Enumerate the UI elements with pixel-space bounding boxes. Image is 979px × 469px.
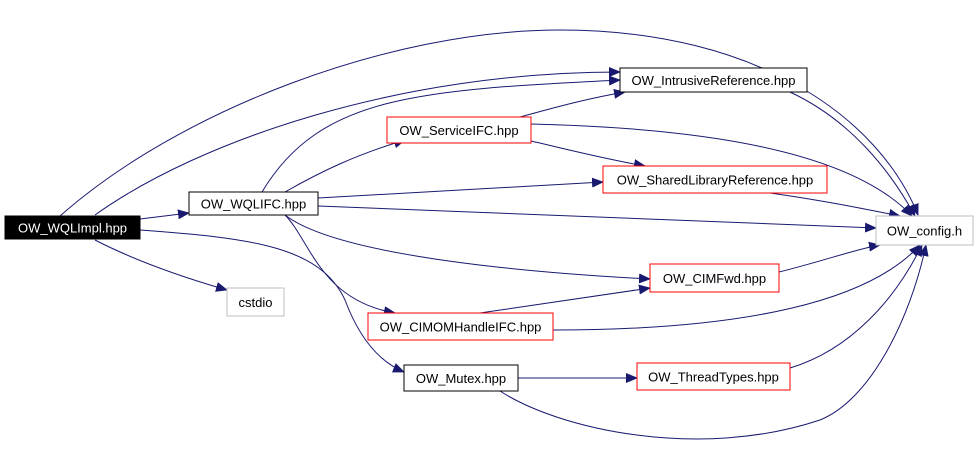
edge-wqlimpl-to-cstdio bbox=[94, 239, 228, 292]
node-cimfwd[interactable]: OW_CIMFwd.hpp bbox=[649, 263, 780, 293]
node-box bbox=[367, 312, 554, 341]
node-box bbox=[875, 215, 974, 246]
node-label: OW_WQLImpl.hpp bbox=[18, 221, 127, 236]
edge-wqlimpl-to-mutex bbox=[139, 229, 405, 373]
node-box bbox=[636, 362, 791, 391]
node-box bbox=[4, 215, 141, 240]
node-cimomhandle[interactable]: OW_CIMOMHandleIFC.hpp bbox=[367, 312, 554, 341]
node-config: OW_config.h bbox=[875, 215, 974, 246]
edge-wqlifc-to-cimomhandle bbox=[284, 214, 396, 317]
node-mutex[interactable]: OW_Mutex.hpp bbox=[403, 364, 519, 392]
edge-cimomhandle-to-cimfwd bbox=[479, 284, 651, 314]
node-box bbox=[649, 263, 780, 293]
node-label: OW_WQLIFC.hpp bbox=[201, 197, 306, 212]
edge-intrusive-to-config bbox=[789, 91, 916, 217]
node-label: OW_ServiceIFC.hpp bbox=[399, 123, 518, 138]
node-box bbox=[226, 287, 285, 317]
node-label: cstdio bbox=[239, 295, 273, 310]
edge-wqlimpl-to-intrusive bbox=[94, 67, 621, 216]
edge-threadtypes-to-config bbox=[789, 244, 923, 369]
edge-mutex-to-config bbox=[499, 244, 929, 440]
node-box bbox=[602, 165, 828, 194]
node-label: OW_IntrusiveReference.hpp bbox=[631, 73, 795, 88]
edge-cimfwd-to-config bbox=[778, 241, 881, 273]
node-label: OW_config.h bbox=[887, 224, 962, 239]
edge-serviceifc-to-intrusive bbox=[519, 88, 626, 118]
edge-serviceifc-to-sharedlib bbox=[530, 140, 646, 169]
edge-wqlifc-to-config bbox=[317, 205, 877, 233]
node-label: OW_CIMFwd.hpp bbox=[663, 271, 766, 286]
edge-wqlifc-to-sharedlib bbox=[317, 177, 604, 199]
node-box bbox=[403, 364, 519, 392]
node-label: OW_Mutex.hpp bbox=[416, 371, 506, 386]
node-threadtypes[interactable]: OW_ThreadTypes.hpp bbox=[636, 362, 791, 391]
edge-wqlifc-to-cimfwd bbox=[284, 214, 651, 284]
node-cstdio: cstdio bbox=[226, 287, 285, 317]
edge-wqlifc-to-serviceifc bbox=[284, 138, 406, 193]
node-intrusive[interactable]: OW_IntrusiveReference.hpp bbox=[619, 67, 808, 93]
edge-sharedlib-to-config bbox=[769, 192, 901, 219]
node-label: OW_SharedLibraryReference.hpp bbox=[617, 173, 814, 188]
node-box bbox=[188, 191, 319, 216]
edge-layer bbox=[59, 29, 929, 440]
node-label: OW_ThreadTypes.hpp bbox=[648, 370, 779, 385]
node-wqlimpl[interactable]: OW_WQLImpl.hpp bbox=[4, 215, 141, 240]
node-sharedlib[interactable]: OW_SharedLibraryReference.hpp bbox=[602, 165, 828, 194]
node-label: OW_CIMOMHandleIFC.hpp bbox=[380, 320, 542, 335]
edge-wqlimpl-to-wqlifc bbox=[139, 209, 190, 220]
edge-wqlimpl-to-config bbox=[59, 29, 919, 217]
edge-wqlifc-to-intrusive bbox=[261, 75, 621, 193]
node-wqlifc[interactable]: OW_WQLIFC.hpp bbox=[188, 191, 319, 216]
node-box bbox=[386, 116, 532, 144]
edge-serviceifc-to-config bbox=[530, 123, 913, 217]
node-serviceifc[interactable]: OW_ServiceIFC.hpp bbox=[386, 116, 532, 144]
edge-cimomhandle-to-config bbox=[552, 244, 921, 331]
node-box bbox=[619, 67, 808, 93]
